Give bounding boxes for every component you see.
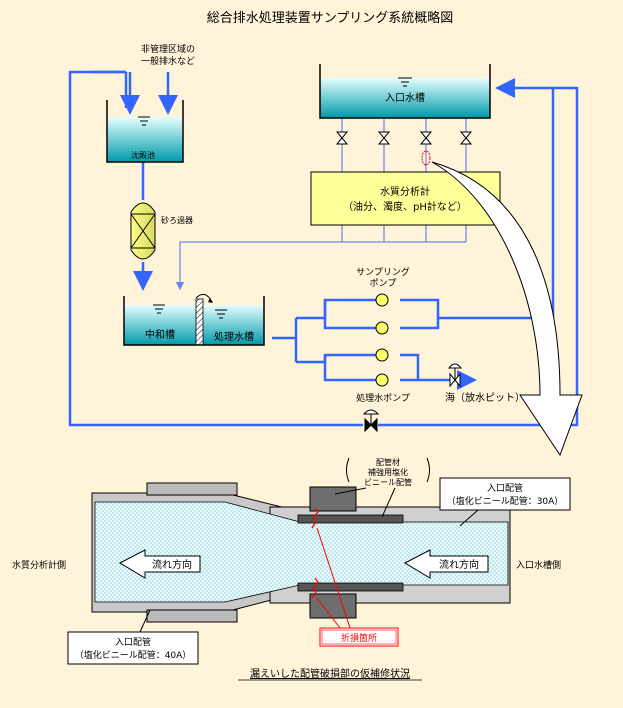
analyzer-label-1: 水質分析計 (380, 185, 430, 198)
settling-tank: 沈殿池 (106, 100, 184, 163)
pumps (375, 293, 389, 387)
sand-filter-label: 砂ろ過器 (161, 215, 193, 225)
break-location-label: 折損箇所 (341, 632, 377, 644)
inlet-pipe-30a-label-1: 入口配管 (487, 482, 523, 494)
sampling-pump-label-2: ポンプ (370, 278, 397, 289)
repair-material-label-2: 補強用塩化 (368, 467, 408, 477)
inlet-pipe-30a-callout: 入口配管 （塩化ビニール配管：30A） (439, 477, 571, 527)
inlet-pipe-40a-callout: 入口配管 （塩化ビニール配管：40A） (67, 609, 199, 665)
sampling-lines (175, 118, 467, 291)
repair-material-label-3: ビニール配管 (364, 477, 412, 487)
inlet-pipe-30a-label-2: （塩化ビニール配管：30A） (447, 495, 564, 507)
flow-direction-right: 流れ方向 (439, 558, 479, 571)
inlet-pipe-40a-label-1: 入口配管 (115, 636, 151, 648)
detail-caption: 漏えいした配管破損部の仮補修状況 (250, 667, 410, 680)
sampling-pump-1 (375, 293, 389, 307)
inlet-pipe-40a-label-2: （塩化ビニール配管：40A） (75, 649, 192, 661)
non-managed-label-1: 非管理区域の (141, 43, 195, 55)
sand-filter: 砂ろ過器 (130, 202, 193, 260)
diagram-title: 総合排水処理装置サンプリング系統概略図 (207, 10, 454, 26)
treated-water-tank-label: 処理水槽 (214, 330, 254, 343)
inlet-tank-label: 入口水槽 (385, 91, 425, 104)
treated-pump-label: 処理水ポンプ (356, 392, 410, 404)
sampling-pump-label-1: サンプリング (356, 266, 410, 278)
callout-arrow (431, 161, 583, 457)
bypass-valve (362, 409, 380, 433)
sampling-pump-2 (375, 321, 389, 335)
repair-material-label-1: 配管材 (376, 457, 400, 467)
repair-material-callout: 配管材 補強用塩化 ビニール配管 (334, 457, 430, 518)
break-location-callout: 折損箇所 (316, 527, 399, 647)
leak-point-marker (421, 150, 431, 166)
analyzer-label-2: （油分、濁度、pH計など） (343, 200, 467, 213)
sampling-valves (335, 131, 473, 145)
sea-outlet-label: 海（放水ピット） (445, 391, 525, 404)
neutralization-tank-label: 中和槽 (145, 328, 175, 341)
flow-direction-left: 流れ方向 (152, 558, 192, 571)
pipe-detail: 流れ方向 流れ方向 (91, 482, 511, 623)
main-pipes (68, 70, 579, 427)
non-managed-label-2: 一般排水など (141, 55, 195, 67)
settling-tank-label: 沈殿池 (131, 150, 155, 160)
outlet-valve (447, 363, 463, 388)
treated-pump-2 (375, 373, 389, 387)
treated-pump-1 (375, 348, 389, 362)
inlet-tank-side-label: 入口水槽側 (516, 559, 561, 571)
inlet-tank: 入口水槽 (319, 64, 491, 119)
neutralization-tanks: 中和槽 処理水槽 (123, 293, 265, 346)
analyzer-side-label: 水質分析計側 (12, 559, 66, 571)
